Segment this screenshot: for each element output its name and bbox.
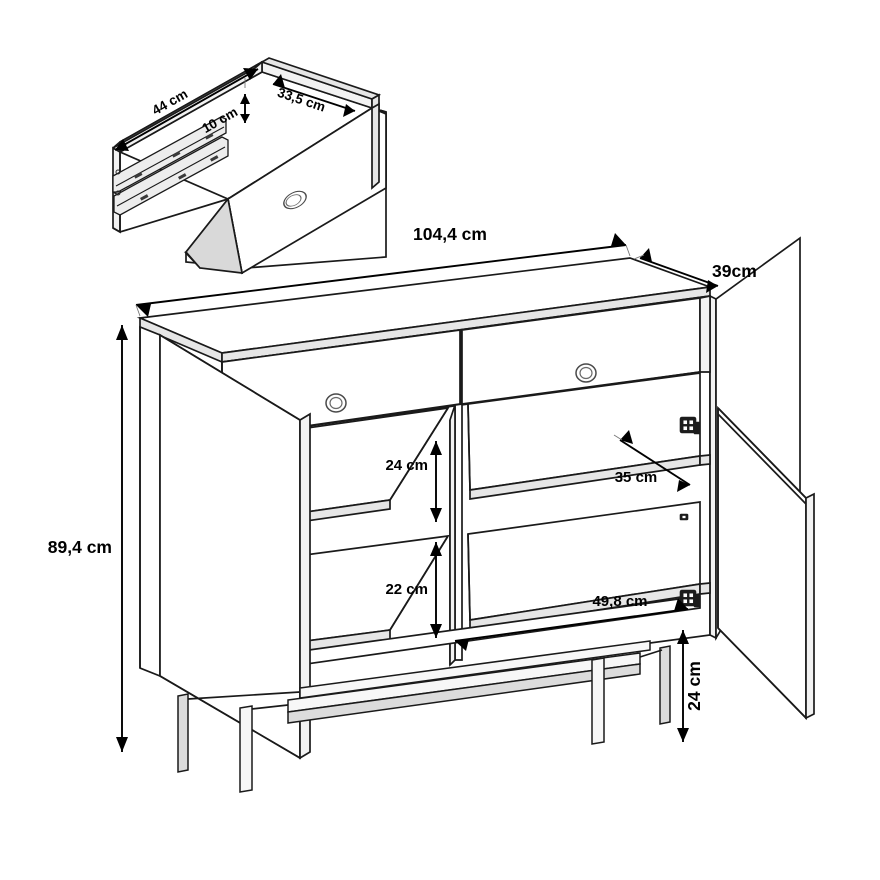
door-right-top-edge2 (717, 413, 807, 505)
cabinet-left-side-panel (139, 325, 161, 678)
dimension-cabinet-width-label: 104,4 cm (413, 224, 487, 244)
ball-bearing-slide (112, 116, 229, 216)
drawer-front-left-return (184, 197, 244, 274)
shelf-lower-right-back-line (467, 533, 471, 621)
leg-front-left (239, 705, 253, 793)
dimension-lower-compartment-label: 22 cm (385, 581, 428, 598)
door-right-open (715, 236, 815, 721)
dimension-compartment-width-label: 49,8 cm (592, 593, 647, 610)
leg-rear-left (177, 693, 189, 773)
door-right-top-edge (717, 407, 807, 499)
dimension-cabinet-height: 89,4 cm (48, 325, 128, 752)
metal-leg-frame (177, 640, 671, 793)
door-left-outer-edge (159, 334, 301, 421)
dimension-leg-height-label: 24 cm (684, 661, 704, 711)
drawer-front-right-side (371, 102, 380, 190)
hinge-bottom (679, 589, 701, 608)
dimension-cabinet-height-label: 89,4 cm (48, 537, 112, 557)
drawer-right-knob (575, 363, 597, 383)
drawer-right-side-return (699, 294, 711, 373)
door-left-thickness (299, 412, 311, 760)
leg-brace-rear-left (187, 691, 301, 700)
shelf-upper-left-edge (389, 407, 449, 501)
leg-brace-right (639, 649, 663, 658)
dimension-upper-compartment-label: 24 cm (385, 457, 428, 474)
dimension-cabinet-depth-label: 39cm (712, 261, 757, 281)
dimension-cabinet-width: 104,4 cm (135, 224, 631, 317)
center-divider-face (449, 404, 456, 668)
door-left-bottom-edge (159, 675, 301, 759)
shelf-lower-right-side (699, 582, 711, 595)
dimension-cabinet-depth: 39cm (633, 248, 757, 293)
shelf-upper-right-side (699, 454, 711, 466)
drawer-left-knob (325, 393, 347, 413)
dimension-upper-compartment: 24 cm (385, 441, 442, 522)
drawer-detail: 44 cm 10 cm 33,5 cm (112, 57, 387, 275)
shelf-upper-right-back-line (467, 403, 471, 491)
drawer-knob (283, 190, 307, 210)
dimension-leg-height: 24 cm (677, 630, 704, 742)
dimension-shelf-depth: 35 cm (613, 430, 691, 492)
leg-rail-front-lower (287, 663, 641, 724)
door-left-open (159, 333, 311, 760)
center-divider (454, 403, 463, 661)
cabinet-right-side-panel (709, 294, 717, 640)
leg-brace-left (251, 704, 289, 710)
dimension-lower-compartment: 22 cm (385, 542, 442, 638)
door-right-bottom-edge (717, 627, 807, 719)
dimension-shelf-depth-label: 35 cm (615, 469, 658, 486)
drawer-left-rim (112, 61, 263, 149)
dimension-compartment-width: 49,8 cm (454, 593, 689, 651)
leg-front-right (591, 657, 605, 745)
hinge-top (679, 416, 701, 435)
leg-rail-rear (299, 640, 651, 699)
door-right-thickness (805, 492, 815, 720)
leg-rear-right (659, 645, 671, 725)
shelf-support-pin (679, 513, 689, 521)
sideboard-cabinet: 104,4 cm 39cm 89,4 cm 24 cm (48, 224, 815, 793)
